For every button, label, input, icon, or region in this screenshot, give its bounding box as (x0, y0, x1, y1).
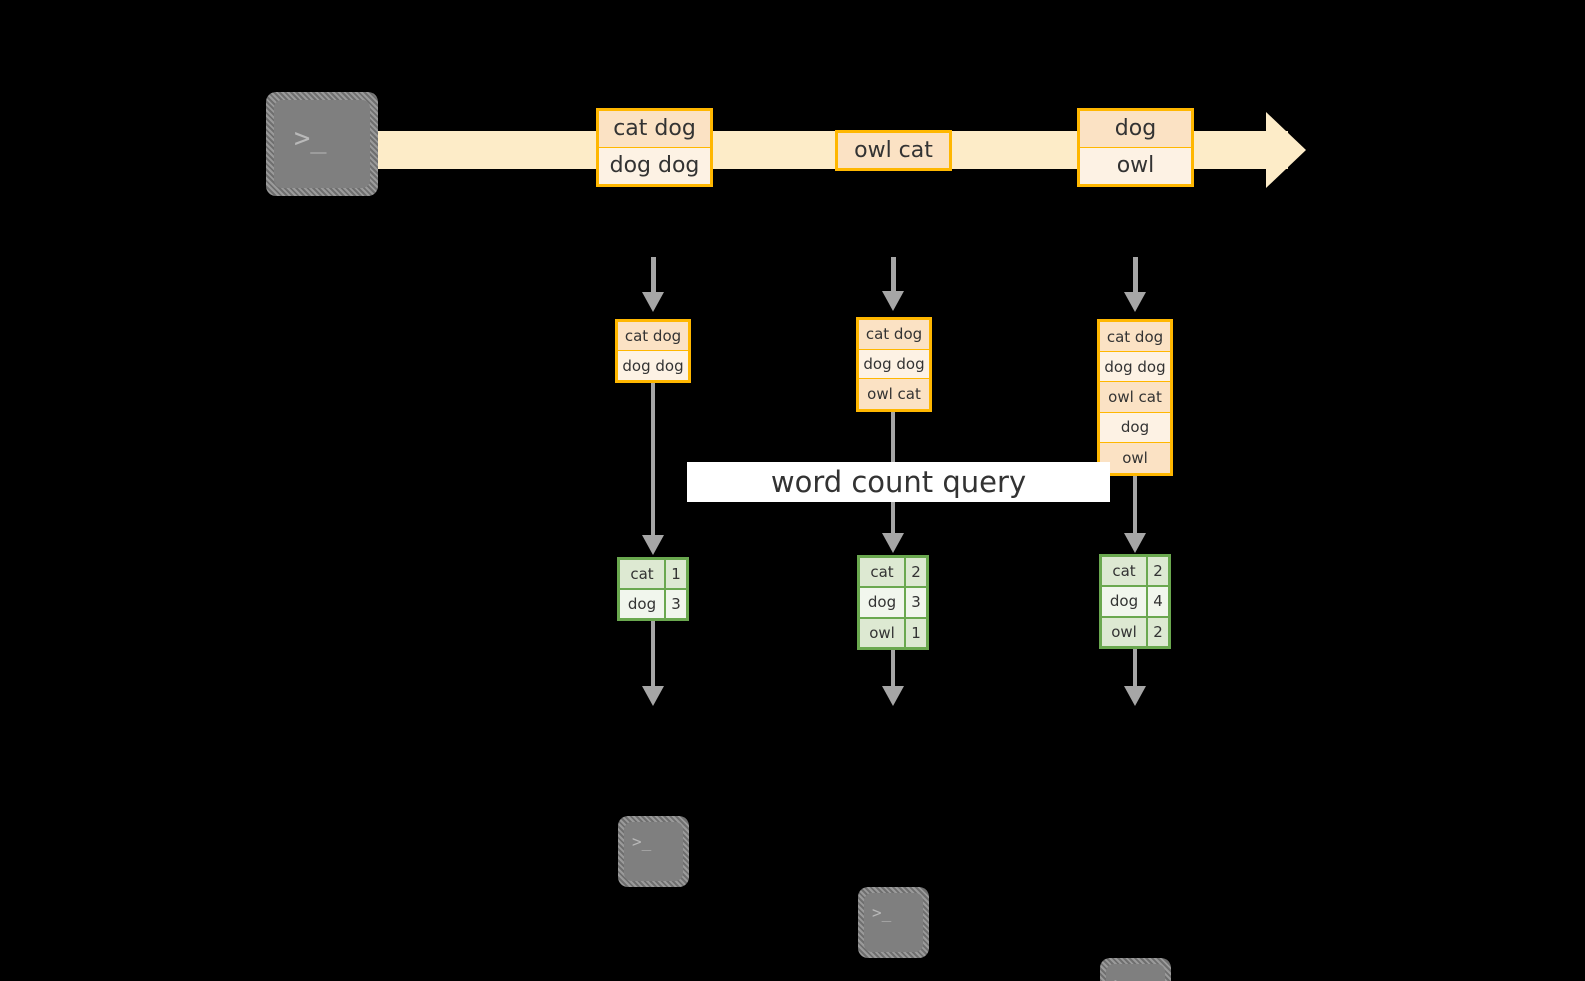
result-row: dog 3 (620, 590, 686, 618)
snapshot-3-query-arrowhead (1124, 533, 1146, 553)
snapshot-2-dashed-connector (891, 257, 896, 294)
result-count: 2 (1148, 557, 1168, 586)
snapshot-2-input-box[interactable]: cat dog dog dog owl cat (856, 317, 932, 412)
result-word: cat (620, 560, 666, 588)
terminal-prompt-glyph: >_ (872, 903, 892, 922)
snapshot-input-row: dog (1100, 412, 1170, 443)
terminal-prompt-glyph: >_ (1114, 976, 1133, 981)
snapshot-2-query-arrowhead (882, 533, 904, 553)
snapshot-1-sink-connector (651, 621, 655, 690)
result-word: dog (1102, 587, 1148, 616)
stream-arrow-head (1266, 112, 1306, 188)
result-word: dog (860, 588, 906, 617)
snapshot-input-row: cat dog (618, 322, 688, 351)
snapshot-1-dashed-connector (651, 257, 656, 294)
snapshot-2-sink-connector (891, 650, 895, 690)
stream-event-row: owl cat (838, 133, 949, 168)
stream-event-row: owl (1080, 147, 1191, 184)
result-row: dog 3 (860, 588, 926, 619)
sink-terminal-2[interactable]: >_ (858, 887, 929, 958)
snapshot-3-query-connector (1133, 476, 1137, 537)
sink-terminal-3[interactable]: >_ (1100, 958, 1171, 981)
stream-event-group-3[interactable]: dog owl (1077, 108, 1194, 187)
result-count: 2 (906, 558, 926, 587)
result-row: cat 1 (620, 560, 686, 590)
result-row: dog 4 (1102, 587, 1168, 618)
snapshot-input-row: cat dog (859, 320, 929, 350)
snapshot-3-input-box[interactable]: cat dog dog dog owl cat dog owl (1097, 319, 1173, 476)
terminal-screen (274, 100, 370, 188)
stream-event-row: dog dog (599, 147, 710, 184)
query-label-band: word count query (687, 462, 1110, 502)
snapshot-1-dashed-arrowhead (642, 292, 664, 312)
snapshot-2-result-table[interactable]: cat 2 dog 3 owl 1 (857, 555, 929, 650)
stream-event-row: dog (1080, 111, 1191, 148)
snapshot-input-row: dog dog (859, 349, 929, 380)
snapshot-input-row: dog dog (1100, 352, 1170, 383)
result-row: owl 1 (860, 618, 926, 647)
snapshot-input-row: owl (1100, 442, 1170, 473)
stream-event-group-1[interactable]: cat dog dog dog (596, 108, 713, 187)
snapshot-1-query-connector (651, 383, 655, 539)
terminal-screen (864, 893, 923, 952)
snapshot-input-row: owl cat (1100, 382, 1170, 413)
snapshot-1-input-box[interactable]: cat dog dog dog (615, 319, 691, 383)
result-row: owl 2 (1102, 617, 1168, 646)
terminal-screen (624, 822, 683, 881)
snapshot-2-dashed-arrowhead (882, 291, 904, 311)
query-label-text: word count query (770, 465, 1027, 499)
snapshot-2-sink-arrowhead (882, 686, 904, 706)
snapshot-1-result-table[interactable]: cat 1 dog 3 (617, 557, 689, 621)
result-word: cat (860, 558, 906, 587)
result-row: cat 2 (1102, 557, 1168, 588)
sink-terminal-1[interactable]: >_ (618, 816, 689, 887)
stream-producer-terminal[interactable]: >_ (266, 92, 378, 196)
stream-event-group-2[interactable]: owl cat (835, 130, 952, 171)
terminal-prompt-glyph: >_ (294, 123, 327, 154)
snapshot-3-dashed-connector (1133, 257, 1138, 294)
snapshot-input-row: dog dog (618, 351, 688, 380)
snapshot-input-row: owl cat (859, 379, 929, 409)
result-count: 1 (666, 560, 686, 588)
result-count: 3 (906, 588, 926, 617)
result-count: 4 (1148, 587, 1168, 616)
snapshot-1-query-arrowhead (642, 535, 664, 555)
snapshot-3-sink-connector (1133, 649, 1137, 690)
result-word: owl (860, 618, 906, 647)
result-word: dog (620, 590, 666, 618)
snapshot-1-sink-arrowhead (642, 686, 664, 706)
result-count: 1 (906, 618, 926, 647)
terminal-prompt-glyph: >_ (632, 832, 652, 851)
result-word: cat (1102, 557, 1148, 586)
stream-event-row: cat dog (599, 111, 710, 148)
result-count: 3 (666, 590, 686, 618)
snapshot-3-sink-arrowhead (1124, 686, 1146, 706)
result-row: cat 2 (860, 558, 926, 589)
snapshot-3-dashed-arrowhead (1124, 292, 1146, 312)
snapshot-3-result-table[interactable]: cat 2 dog 4 owl 2 (1099, 554, 1171, 649)
result-count: 2 (1148, 617, 1168, 646)
result-word: owl (1102, 617, 1148, 646)
terminal-screen (1106, 964, 1165, 981)
snapshot-input-row: cat dog (1100, 322, 1170, 353)
